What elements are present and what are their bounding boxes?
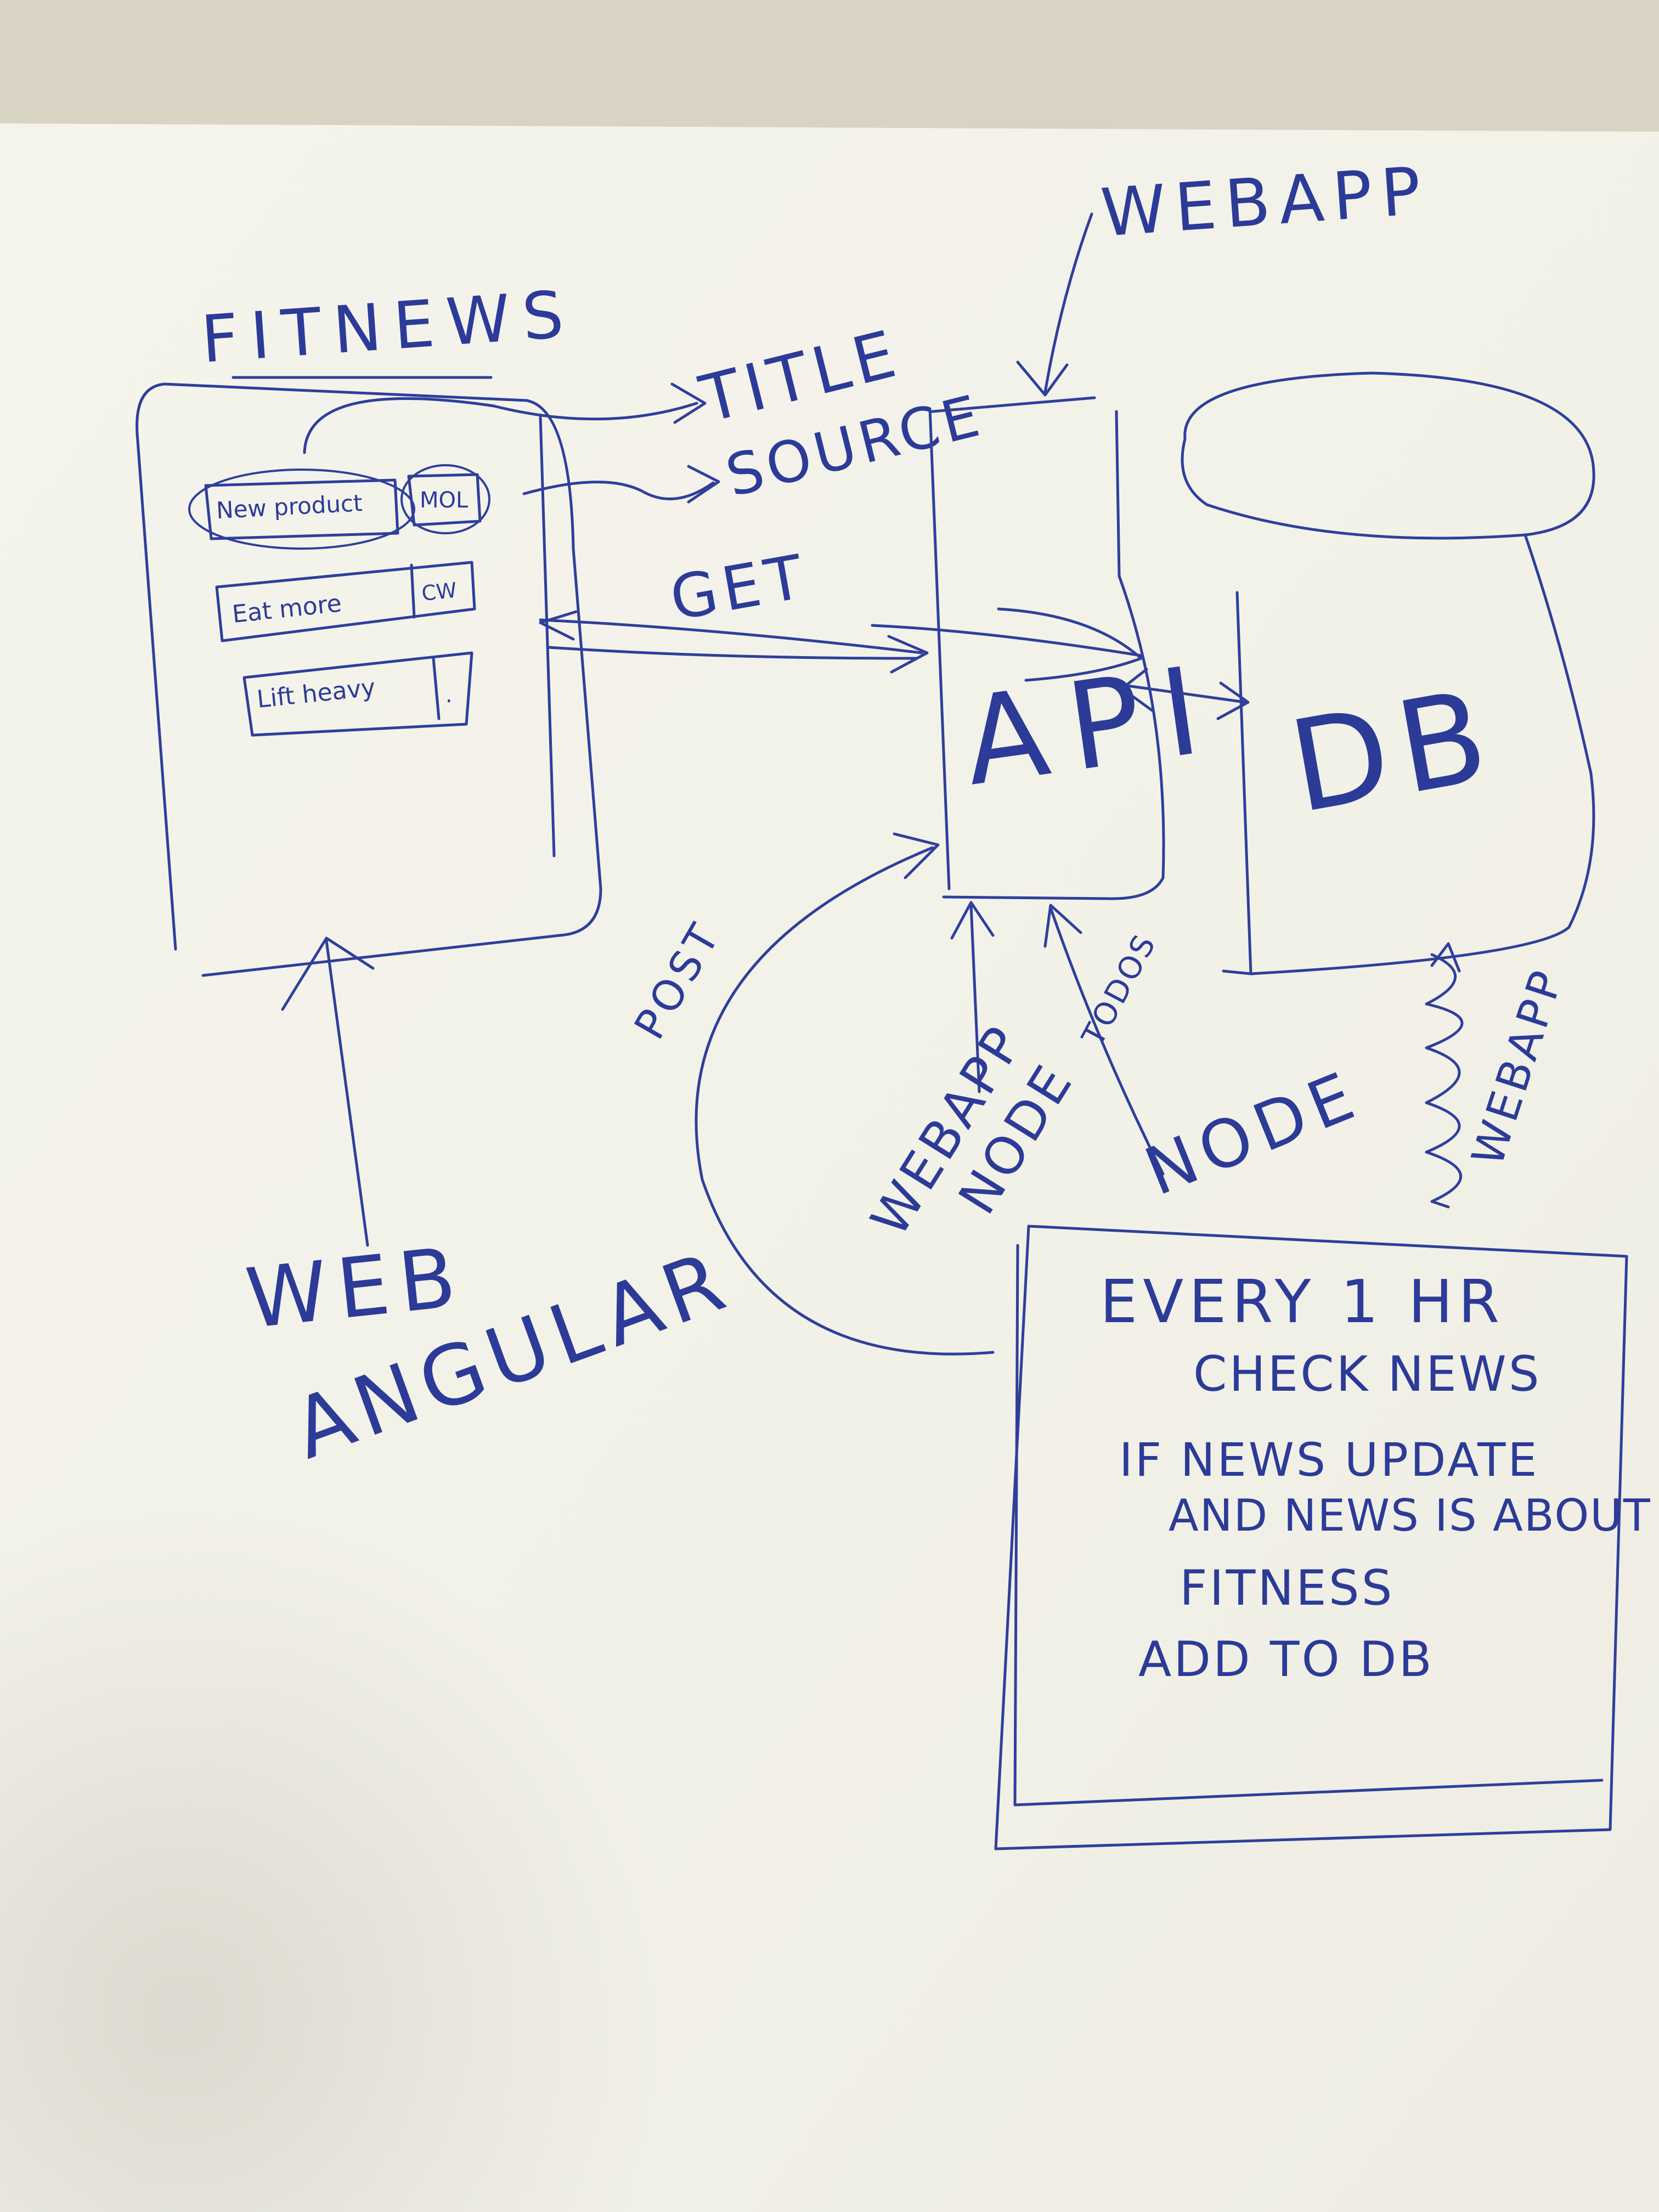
- frontend-label: WEB: [242, 1229, 470, 1347]
- get-arrow: [539, 618, 929, 674]
- db-cron-link: [1425, 942, 1464, 1209]
- get-response-arrow: [539, 610, 918, 660]
- up-arrow: [281, 936, 375, 1247]
- cron-line: EVERY 1 HR: [1100, 1268, 1505, 1336]
- news-item-source: MOL: [420, 488, 469, 513]
- node-arrow: [1043, 904, 1165, 1176]
- api-box: [928, 396, 1165, 900]
- title-highlight-circle: [188, 469, 415, 550]
- webapp-arrow: [1016, 212, 1093, 397]
- cron-line: ADD TO DB: [1138, 1631, 1434, 1688]
- cron-job-box: EVERY 1 HR CHECK NEWS IF NEWS UPDATE AND…: [994, 1224, 1651, 1850]
- title-arrow: [303, 382, 707, 454]
- paper-shadow: [0, 1296, 891, 2212]
- cron-line: AND NEWS IS ABOUT: [1169, 1490, 1651, 1541]
- source-arrow: [522, 465, 720, 504]
- get-continuation: [871, 607, 1143, 682]
- webapp-node-arrow: [950, 901, 995, 1093]
- db-cylinder-top: [1181, 371, 1595, 540]
- cron-box-outline: [994, 1224, 1628, 1850]
- cron-line: IF NEWS UPDATE: [1119, 1433, 1539, 1487]
- post-loop-arrow: [695, 832, 995, 1356]
- api-db-arrow: [1120, 668, 1250, 720]
- news-item-source: .: [445, 682, 453, 708]
- db-label: DB: [1280, 662, 1508, 842]
- cron-line: FITNESS: [1180, 1560, 1394, 1616]
- news-item-source: CW: [420, 578, 458, 605]
- source-highlight-circle: [400, 464, 490, 534]
- cron-line: CHECK NEWS: [1193, 1346, 1542, 1402]
